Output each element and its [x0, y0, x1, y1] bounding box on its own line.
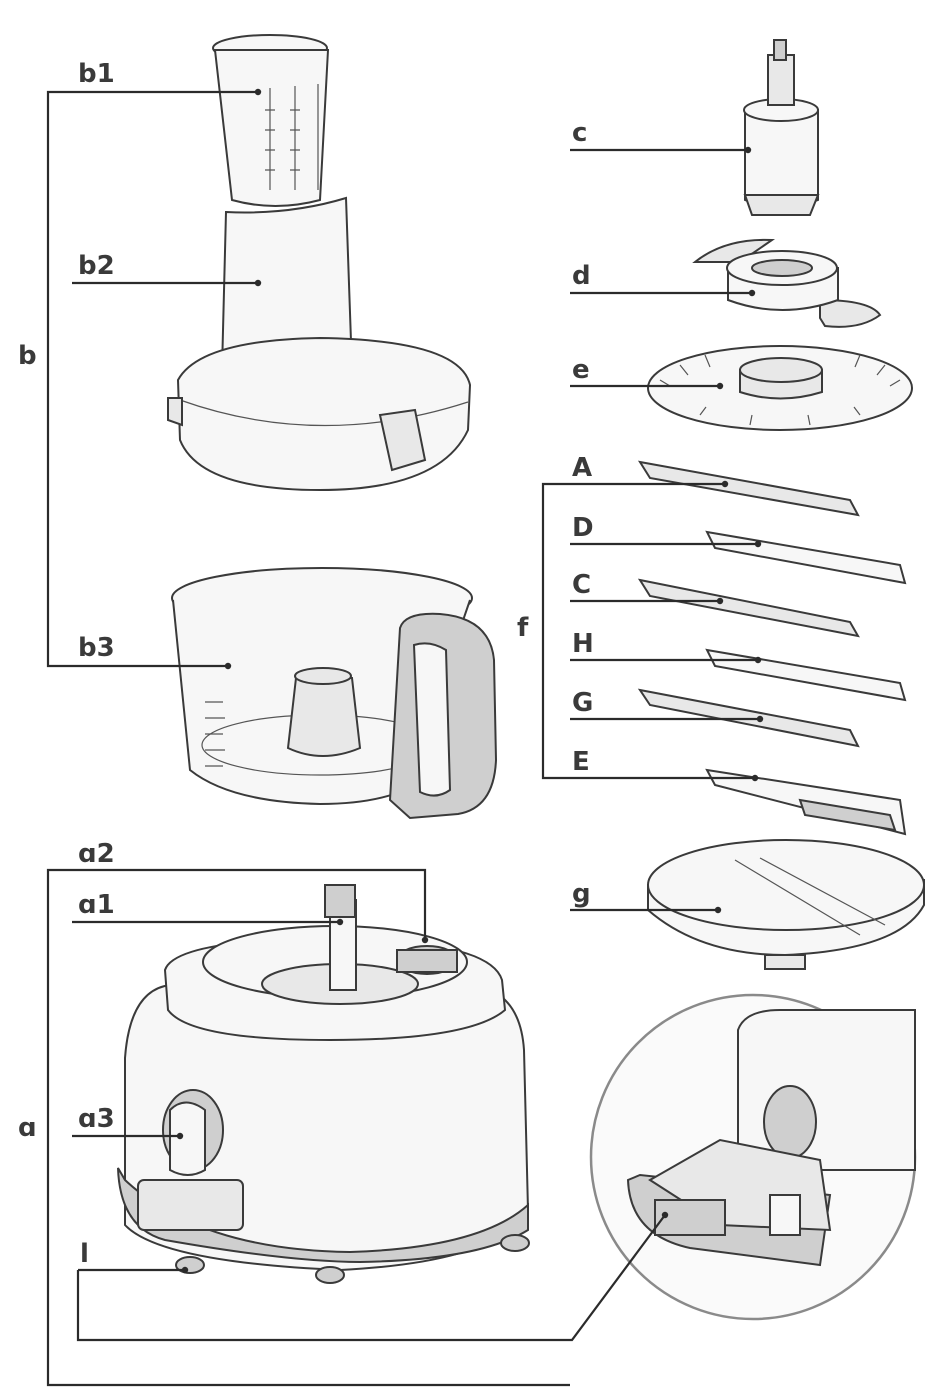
label-a: ɑ: [18, 1113, 37, 1143]
label-g: g: [572, 879, 591, 909]
lid-b2: [168, 198, 470, 490]
zoom-detail-circle: [591, 995, 915, 1319]
label-C: C: [572, 570, 591, 600]
label-d: d: [572, 261, 591, 291]
drive-shaft-c: [744, 40, 818, 215]
label-a2: ɑ2: [78, 839, 115, 869]
label-b: b: [18, 341, 37, 371]
pusher-b1: [213, 35, 328, 206]
motor-unit-a: [118, 885, 529, 1283]
label-a1: ɑ1: [78, 890, 115, 920]
label-b2: b2: [78, 251, 115, 281]
bowl-b3: [172, 568, 496, 818]
label-A: A: [572, 453, 592, 483]
disc-holder-g: [648, 840, 924, 969]
label-e: e: [572, 355, 590, 385]
emulsifying-disc-e: [648, 346, 912, 430]
label-D: D: [572, 513, 594, 543]
label-c: c: [572, 118, 587, 148]
label-E: E: [572, 747, 590, 777]
label-f: f: [517, 613, 529, 643]
blade-d: [695, 240, 880, 327]
label-b1: b1: [78, 59, 115, 89]
label-a3: ɑ3: [78, 1104, 115, 1134]
label-l: l: [80, 1239, 89, 1269]
label-b3: b3: [78, 633, 115, 663]
label-H: H: [572, 629, 594, 659]
label-G: G: [572, 688, 593, 718]
